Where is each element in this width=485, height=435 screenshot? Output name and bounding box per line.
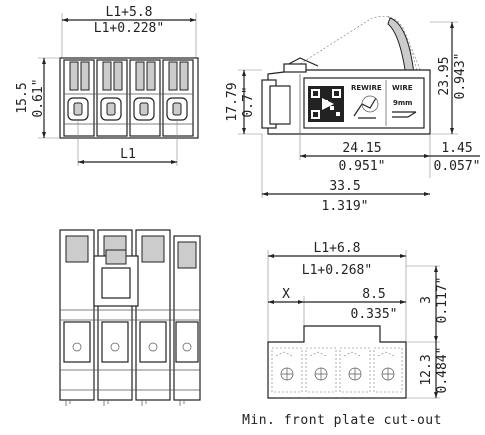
side-height-left-mm: 17.79 xyxy=(225,82,240,121)
side-offset-in: 0.057" xyxy=(434,159,481,174)
cutout-width-mm: L1+6.8 xyxy=(314,241,361,256)
cutout-top-mm: 3 xyxy=(419,296,434,304)
cutout-x-in: 0.335" xyxy=(351,307,398,322)
front-width-mm: L1+5.8 xyxy=(106,5,153,20)
side-height-left-in: 0.7" xyxy=(241,86,256,117)
cutout-outline xyxy=(267,325,407,399)
front-height-in: 0.61" xyxy=(31,78,46,117)
rewire-hand-icon xyxy=(353,97,377,119)
front-height-mm: 15.5 xyxy=(15,82,30,113)
cutout-x-label: X xyxy=(282,287,290,302)
wire-strip-icon xyxy=(392,111,417,118)
cutout-contact-pattern xyxy=(271,347,403,393)
cutout-height-in: 0.484" xyxy=(435,347,450,394)
front-width-in: L1+0.228" xyxy=(94,21,164,36)
side-offset-mm: 1.45 xyxy=(441,141,472,156)
front-pitch-label: L1 xyxy=(120,147,136,162)
front-view: L1+5.8 L1+0.228" xyxy=(15,5,199,166)
label-wire: WIRE xyxy=(392,84,413,92)
side-depth-total-in: 1.319" xyxy=(322,199,369,214)
lever-open xyxy=(387,17,415,77)
cutout-width-in: L1+0.268" xyxy=(302,263,372,278)
side-height-right-in: 0.943" xyxy=(453,53,468,100)
side-view: 17.79 0.7" REWIRE WIRE 9mm xyxy=(225,15,481,214)
side-height-right-mm: 23.95 xyxy=(437,56,452,95)
lever-swing-outline xyxy=(299,16,423,75)
side-depth-a-in: 0.951" xyxy=(339,159,386,174)
cutout-height-mm: 12.3 xyxy=(419,354,434,385)
label-9mm: 9mm xyxy=(393,99,412,107)
cutout-view: L1+6.8 L1+0.268" X 8.5 0.335" xyxy=(242,241,450,428)
cutout-x-mm: 8.5 xyxy=(362,287,385,302)
rear-view xyxy=(59,229,201,406)
side-depth-a-mm: 24.15 xyxy=(342,141,381,156)
front-poles xyxy=(63,59,194,137)
cutout-caption: Min. front plate cut-out xyxy=(242,413,442,428)
cutout-top-in: 0.117" xyxy=(435,277,450,324)
side-depth-total-mm: 33.5 xyxy=(329,179,360,194)
label-rewire: REWIRE xyxy=(351,84,382,92)
